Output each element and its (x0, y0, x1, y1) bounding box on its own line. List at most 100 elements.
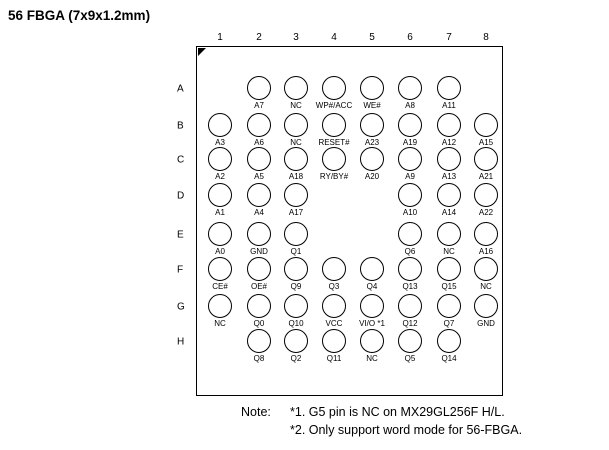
ball-G5 (360, 294, 384, 318)
ball-E8 (474, 222, 498, 246)
ball-label-B5: A23 (364, 138, 380, 147)
ball-label-B8: A15 (478, 138, 494, 147)
ball-label-F7: Q15 (441, 282, 457, 291)
ball-label-C7: A13 (441, 172, 457, 181)
ball-A5 (360, 76, 384, 100)
ball-B2 (247, 113, 271, 137)
note-line-1: *1. G5 pin is NC on MX29GL256F H/L. (290, 405, 505, 419)
ball-label-E1: A0 (215, 247, 225, 256)
package-outline (196, 46, 503, 396)
ball-label-C4: RY/BY# (319, 172, 349, 181)
ball-label-E2: GND (250, 247, 268, 256)
ball-label-H6: Q5 (404, 354, 416, 363)
ball-H6 (398, 329, 422, 353)
ball-B3 (284, 113, 308, 137)
row-header-E: E (177, 229, 184, 241)
ball-label-F1: CE# (212, 282, 228, 291)
ball-A4 (322, 76, 346, 100)
ball-C6 (398, 147, 422, 171)
ball-label-B7: A12 (441, 138, 457, 147)
ball-G3 (284, 294, 308, 318)
column-header-7: 7 (446, 32, 452, 43)
ball-G6 (398, 294, 422, 318)
ball-F8 (474, 257, 498, 281)
ball-G2 (247, 294, 271, 318)
ball-C5 (360, 147, 384, 171)
ball-label-H5: NC (366, 354, 378, 363)
ball-label-G8: GND (477, 319, 495, 328)
ball-label-D8: A22 (478, 208, 494, 217)
ball-D6 (398, 183, 422, 207)
ball-label-D1: A1 (215, 208, 225, 217)
ball-label-D7: A14 (441, 208, 457, 217)
ball-label-A3: NC (290, 101, 302, 110)
ball-A6 (398, 76, 422, 100)
ball-label-A6: A8 (405, 101, 415, 110)
ball-F5 (360, 257, 384, 281)
pin1-corner-marker (198, 48, 206, 56)
ball-label-G4: VCC (325, 319, 343, 328)
ball-F4 (322, 257, 346, 281)
ball-F6 (398, 257, 422, 281)
ball-C3 (284, 147, 308, 171)
ball-label-G5: VI/O *1 (359, 319, 385, 328)
row-header-F: F (177, 264, 184, 276)
ball-label-F2: OE# (250, 282, 268, 291)
ball-D8 (474, 183, 498, 207)
ball-A2 (247, 76, 271, 100)
ball-D1 (208, 183, 232, 207)
ball-label-C2: A5 (254, 172, 264, 181)
ball-label-C8: A21 (478, 172, 494, 181)
ball-B8 (474, 113, 498, 137)
ball-B4 (322, 113, 346, 137)
ball-G4 (322, 294, 346, 318)
row-header-G: G (177, 301, 185, 313)
ball-label-G1: NC (214, 319, 226, 328)
note-label: Note: (241, 405, 271, 419)
ball-B5 (360, 113, 384, 137)
ball-label-H2: Q8 (253, 354, 265, 363)
ball-F1 (208, 257, 232, 281)
ball-A3 (284, 76, 308, 100)
ball-H5 (360, 329, 384, 353)
ball-H2 (247, 329, 271, 353)
ball-E1 (208, 222, 232, 246)
ball-F7 (437, 257, 461, 281)
ball-H4 (322, 329, 346, 353)
ball-E7 (437, 222, 461, 246)
ball-C7 (437, 147, 461, 171)
ball-G8 (474, 294, 498, 318)
ball-label-G6: Q12 (402, 319, 418, 328)
row-header-A: A (177, 83, 184, 95)
ball-E6 (398, 222, 422, 246)
ball-label-E8: A16 (478, 247, 494, 256)
ball-B6 (398, 113, 422, 137)
column-header-4: 4 (331, 32, 337, 43)
column-header-3: 3 (293, 32, 299, 43)
ball-F2 (247, 257, 271, 281)
ball-H3 (284, 329, 308, 353)
ball-label-A2: A7 (254, 101, 264, 110)
ball-label-E6: Q6 (404, 247, 416, 256)
ball-label-C6: A9 (405, 172, 415, 181)
ball-label-A7: A11 (442, 101, 456, 110)
ball-label-A4: WP#/ACC (315, 101, 353, 110)
ball-label-F4: Q3 (328, 282, 340, 291)
column-header-6: 6 (407, 32, 413, 43)
ball-D3 (284, 183, 308, 207)
ball-label-F5: Q4 (366, 282, 378, 291)
ball-label-E3: Q1 (290, 247, 302, 256)
ball-label-F8: NC (480, 282, 492, 291)
row-header-D: D (177, 190, 185, 202)
ball-E2 (247, 222, 271, 246)
ball-label-C1: A2 (215, 172, 225, 181)
ball-label-D2: A4 (254, 208, 264, 217)
ball-label-B2: A6 (254, 138, 264, 147)
ball-label-G7: Q7 (443, 319, 455, 328)
ball-F3 (284, 257, 308, 281)
ball-label-B6: A19 (402, 138, 418, 147)
ball-label-B1: A3 (215, 138, 225, 147)
ball-label-F3: Q9 (290, 282, 302, 291)
ball-D7 (437, 183, 461, 207)
ball-label-A5: WE# (363, 101, 381, 110)
